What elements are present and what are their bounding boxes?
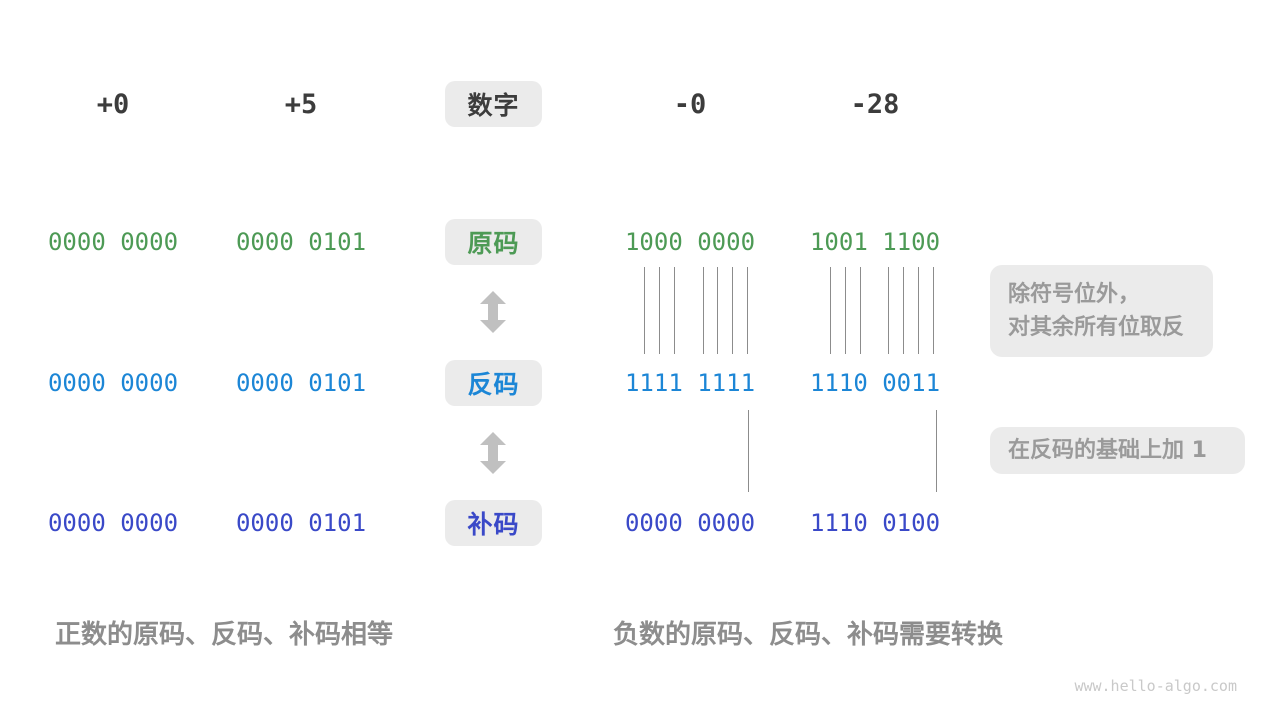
bit-tick-line	[860, 267, 861, 354]
watermark: www.hello-algo.com	[1074, 677, 1237, 695]
ones-complement-pos-zero: 0000 0000	[47, 369, 179, 397]
sign-magnitude-pos-five: 0000 0101	[235, 228, 367, 256]
bit-tick-line	[732, 267, 733, 354]
carry-line	[748, 410, 749, 492]
sign-magnitude-neg-28: 1001 1100	[809, 228, 941, 256]
double-arrow-icon	[480, 432, 506, 474]
bit-tick-line	[903, 267, 904, 354]
label-twos-complement: 补码	[445, 500, 542, 546]
bit-tick-line	[888, 267, 889, 354]
twos-complement-pos-five: 0000 0101	[235, 509, 367, 537]
note-invert-line1: 除符号位外，	[1008, 282, 1141, 307]
sign-magnitude-pos-zero: 0000 0000	[47, 228, 179, 256]
bit-tick-line	[845, 267, 846, 354]
label-sign-magnitude: 原码	[445, 219, 542, 265]
bit-tick-line	[918, 267, 919, 354]
sign-magnitude-neg-zero: 1000 0000	[624, 228, 756, 256]
note-add-one-text: 在反码的基础上加 1	[1008, 438, 1207, 463]
label-ones-complement: 反码	[445, 360, 542, 406]
twos-complement-neg-zero: 0000 0000	[624, 509, 756, 537]
note-add-one: 在反码的基础上加 1	[990, 427, 1245, 474]
carry-line	[936, 410, 937, 492]
ones-complement-neg-zero: 1111 1111	[624, 369, 756, 397]
label-sign-magnitude-text: 原码	[467, 229, 520, 258]
bit-tick-line	[933, 267, 934, 354]
label-ones-complement-text: 反码	[467, 370, 520, 399]
bit-tick-line	[644, 267, 645, 354]
label-number: 数字	[445, 81, 542, 127]
caption-positive: 正数的原码、反码、补码相等	[55, 620, 394, 650]
twos-complement-pos-zero: 0000 0000	[47, 509, 179, 537]
note-invert-line2: 对其余所有位取反	[1008, 315, 1185, 340]
label-number-text: 数字	[467, 91, 520, 120]
caption-negative: 负数的原码、反码、补码需要转换	[613, 620, 1004, 650]
label-twos-complement-text: 补码	[467, 510, 520, 539]
ones-complement-pos-five: 0000 0101	[235, 369, 367, 397]
double-arrow-icon	[480, 291, 506, 333]
number-pos-five: +5	[284, 88, 318, 120]
bit-tick-line	[703, 267, 704, 354]
bit-tick-line	[674, 267, 675, 354]
ones-complement-neg-28: 1110 0011	[809, 369, 941, 397]
bit-tick-line	[659, 267, 660, 354]
twos-complement-neg-28: 1110 0100	[809, 509, 941, 537]
bit-tick-line	[747, 267, 748, 354]
note-invert-bits: 除符号位外， 对其余所有位取反	[990, 265, 1213, 357]
number-pos-zero: +0	[96, 88, 130, 120]
number-neg-zero: -0	[673, 88, 707, 120]
number-neg-28: -28	[850, 88, 900, 120]
bit-tick-line	[717, 267, 718, 354]
bit-tick-line	[830, 267, 831, 354]
